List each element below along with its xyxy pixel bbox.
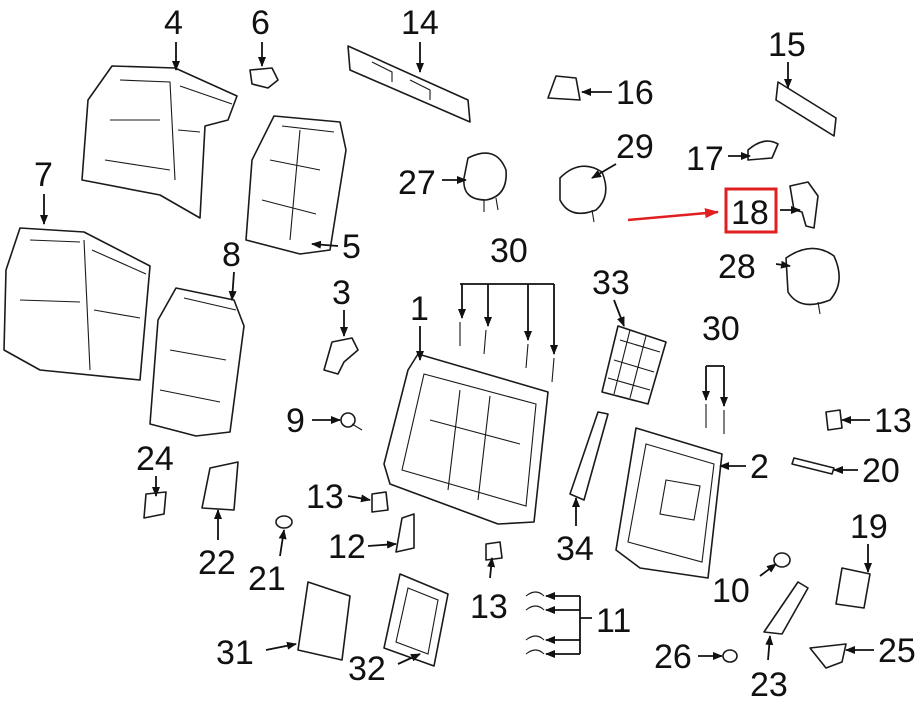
headrest-guide-part-18 bbox=[789, 181, 819, 229]
strip-part-34 bbox=[569, 411, 609, 501]
cap-part-10 bbox=[773, 552, 791, 568]
bracket-part-12 bbox=[395, 513, 415, 553]
callout-18: 18 bbox=[731, 194, 769, 232]
callout-19: 19 bbox=[850, 508, 888, 546]
callout-2: 2 bbox=[750, 448, 769, 486]
callout-24: 24 bbox=[136, 440, 174, 478]
clip-part-13c bbox=[485, 541, 503, 561]
clip-part-13b bbox=[825, 409, 843, 431]
callout-23: 23 bbox=[750, 666, 788, 703]
callout-8: 8 bbox=[222, 236, 241, 274]
highlight-box bbox=[724, 187, 778, 234]
callout-26: 26 bbox=[654, 638, 692, 676]
callout-30-top: 30 bbox=[490, 232, 528, 270]
bezel-part-17 bbox=[747, 140, 779, 161]
callout-28: 28 bbox=[718, 248, 756, 286]
cover-part-22 bbox=[201, 461, 239, 511]
trim-part-23 bbox=[763, 581, 809, 635]
callout-labels: 4 6 14 15 16 29 17 7 27 18 5 30 8 28 33 … bbox=[34, 4, 916, 703]
pad-part-33 bbox=[601, 325, 667, 405]
seat-back-cover-part-4 bbox=[81, 65, 238, 219]
seat-back-cushion-part-5 bbox=[245, 115, 347, 255]
highlight-arrow bbox=[627, 208, 719, 222]
rod-part-20 bbox=[791, 457, 835, 475]
callout-32: 32 bbox=[348, 650, 386, 688]
callout-20: 20 bbox=[862, 452, 900, 490]
callout-13-right: 13 bbox=[874, 402, 912, 440]
callout-17: 17 bbox=[686, 140, 724, 178]
callout-4: 4 bbox=[164, 4, 183, 42]
callout-10: 10 bbox=[712, 572, 750, 610]
callout-29: 29 bbox=[616, 128, 654, 166]
callout-33: 33 bbox=[592, 264, 630, 302]
callout-11: 11 bbox=[596, 602, 631, 640]
bolt-part-9 bbox=[340, 412, 363, 431]
pad-part-31 bbox=[297, 581, 351, 661]
clip-part-13a bbox=[371, 491, 389, 513]
clip-set-part-11 bbox=[525, 591, 545, 655]
headrest-part-27 bbox=[463, 152, 507, 212]
seat-frame-part-1 bbox=[383, 353, 549, 525]
callout-15: 15 bbox=[768, 26, 806, 64]
callout-27: 27 bbox=[398, 164, 436, 202]
callout-6: 6 bbox=[251, 4, 270, 42]
callout-1: 1 bbox=[410, 290, 429, 328]
callout-22: 22 bbox=[198, 544, 236, 582]
callout-3: 3 bbox=[332, 274, 351, 312]
callout-21: 21 bbox=[248, 560, 286, 598]
callout-25: 25 bbox=[878, 632, 916, 670]
seat-back-cushion-part-8 bbox=[149, 287, 245, 437]
callout-9: 9 bbox=[286, 402, 305, 440]
clip-part-6 bbox=[249, 67, 279, 89]
callout-14: 14 bbox=[401, 4, 439, 42]
headrest-part-28 bbox=[785, 247, 840, 315]
callout-16: 16 bbox=[616, 74, 654, 112]
cap-part-21 bbox=[275, 515, 293, 529]
bracket-part-19 bbox=[835, 567, 871, 609]
bolt-set-part-30a bbox=[459, 322, 555, 383]
frame-part-32 bbox=[383, 573, 449, 667]
callout-5: 5 bbox=[342, 228, 361, 266]
seat-back-cover-part-7 bbox=[3, 227, 151, 381]
bracket-part-24 bbox=[143, 491, 167, 519]
callout-12: 12 bbox=[328, 528, 366, 566]
callout-31: 31 bbox=[216, 634, 254, 672]
highlight-group bbox=[627, 187, 778, 234]
seat-frame-part-2 bbox=[615, 427, 723, 579]
callout-13-left: 13 bbox=[306, 478, 344, 516]
leader-lines bbox=[40, 42, 874, 665]
callout-34: 34 bbox=[556, 530, 594, 568]
bolt-set-part-30b bbox=[705, 404, 725, 434]
callout-7: 7 bbox=[34, 156, 53, 194]
callout-30-right: 30 bbox=[702, 310, 740, 348]
trim-panel-part-14 bbox=[347, 45, 471, 123]
callout-13-bottom: 13 bbox=[470, 588, 508, 626]
bracket-part-3 bbox=[323, 337, 359, 375]
clip-part-16 bbox=[547, 75, 581, 101]
nut-part-26 bbox=[722, 649, 738, 663]
trim-strip-part-15 bbox=[775, 81, 837, 137]
bracket-part-25 bbox=[809, 643, 847, 669]
